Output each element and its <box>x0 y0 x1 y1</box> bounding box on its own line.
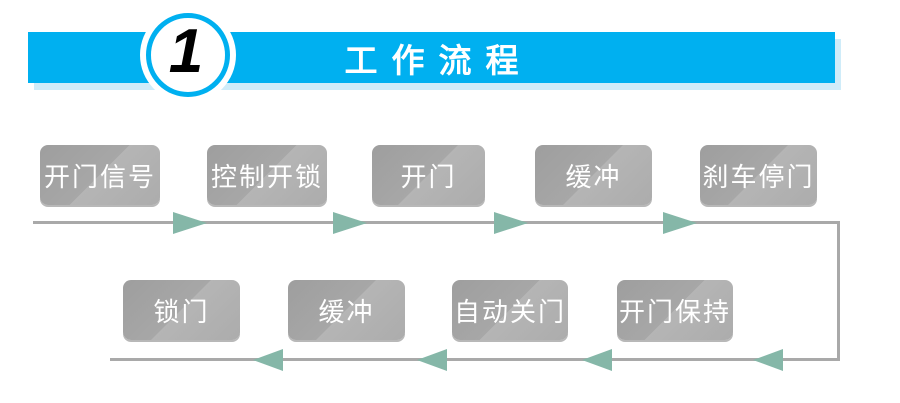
arrow-left-icon <box>417 349 447 371</box>
flow-step-open-door: 开门 <box>372 145 485 205</box>
flow-step-buffer-2: 缓冲 <box>288 280 405 340</box>
flow-step-label: 自动关门 <box>453 296 566 327</box>
flow-step-lock-door: 锁门 <box>123 280 240 340</box>
flow-step-label: 开门保持 <box>618 296 731 327</box>
flow-step-door-open-signal: 开门信号 <box>40 145 160 205</box>
flow-step-label: 缓冲 <box>565 161 622 192</box>
flow-step-control-unlock: 控制开锁 <box>207 145 327 205</box>
flow-step-auto-close: 自动关门 <box>452 280 568 340</box>
flow-step-label: 锁门 <box>153 296 210 327</box>
arrow-left-icon <box>253 349 283 371</box>
arrow-left-icon <box>753 349 783 371</box>
flow-step-label: 控制开锁 <box>210 161 323 192</box>
arrow-right-icon <box>333 212 367 234</box>
flow-step-label: 开门 <box>400 161 457 192</box>
flow-line-bottom <box>110 358 840 361</box>
flow-step-label: 刹车停门 <box>702 161 815 192</box>
arrow-right-icon <box>494 212 528 234</box>
flow-step-brake-stop: 刹车停门 <box>700 145 817 205</box>
flow-line-right <box>837 221 840 361</box>
arrow-right-icon <box>663 212 697 234</box>
flow-step-label: 开门信号 <box>43 161 156 192</box>
section-title: 工作流程 <box>344 41 533 79</box>
flow-step-hold-open: 开门保持 <box>617 280 733 340</box>
step-number-badge: 1 <box>146 13 230 97</box>
arrow-right-icon <box>173 212 207 234</box>
flow-line-top <box>33 221 840 224</box>
step-number: 1 <box>168 17 204 86</box>
flow-step-label: 缓冲 <box>318 296 375 327</box>
flow-step-buffer-1: 缓冲 <box>535 145 652 205</box>
arrow-left-icon <box>582 349 612 371</box>
